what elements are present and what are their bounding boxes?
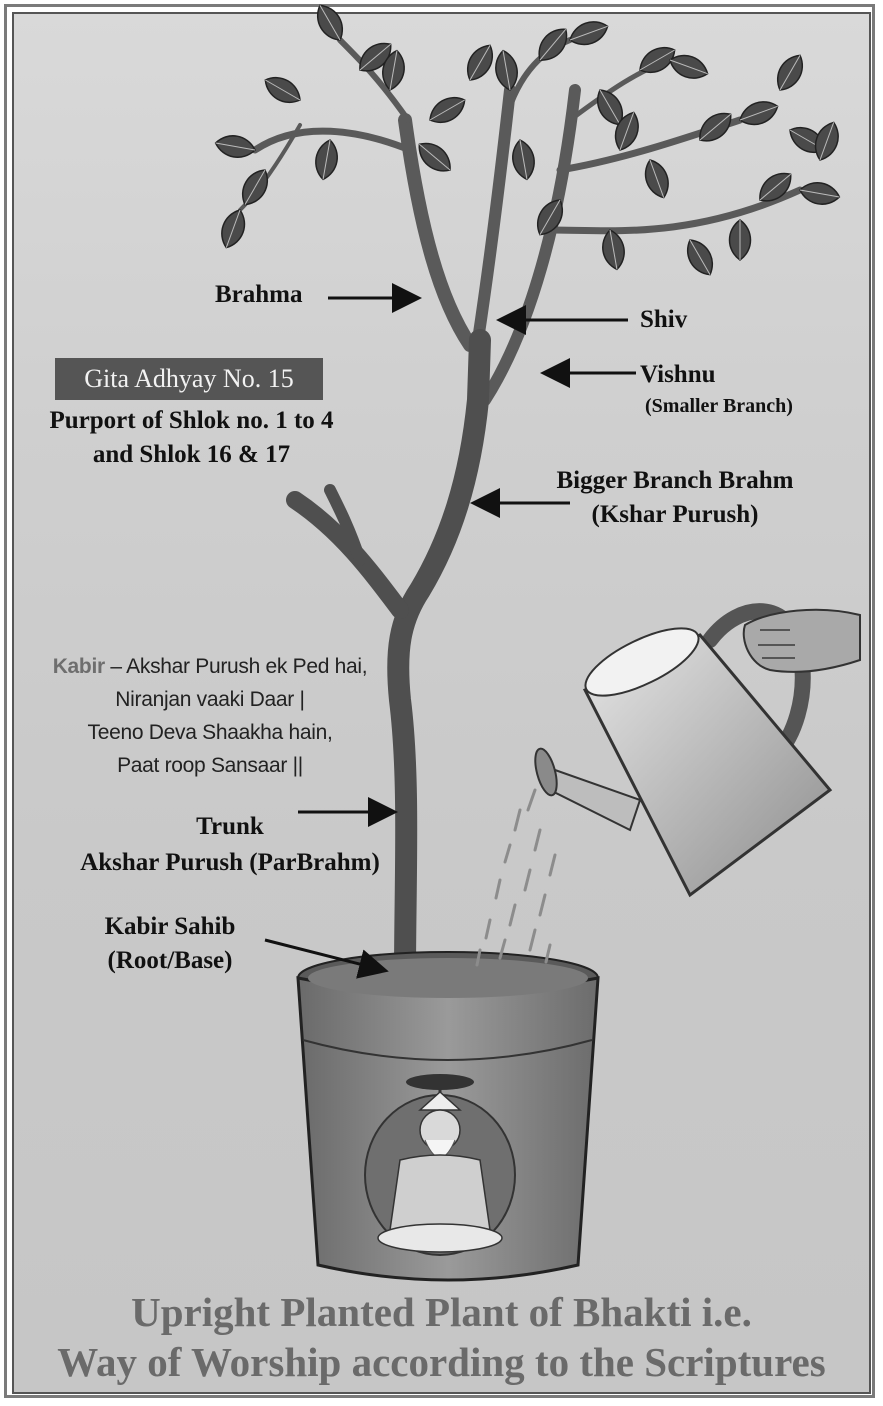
water-drops [477,790,555,965]
label-bigger-branch: Bigger Branch Brahm [520,466,830,496]
title-line2: Way of Worship according to the Scriptur… [0,1338,883,1386]
tree-branches [240,40,800,400]
gita-purport-line1: Purport of Shlok no. 1 to 4 [30,406,353,436]
title-line1: Upright Planted Plant of Bhakti i.e. [0,1288,883,1336]
label-kabir-sahib: Kabir Sahib [70,912,270,942]
couplet-line4: Paat roop Sansaar || [20,749,400,782]
couplet-kabir: Kabir [53,655,105,678]
label-root-base: (Root/Base) [70,946,270,976]
couplet-line1-text: – Akshar Purush ek Ped hai, [105,655,367,678]
label-shiv: Shiv [640,305,687,335]
couplet-line2: Niranjan vaaki Daar | [20,683,400,716]
label-trunk: Trunk [40,812,420,842]
gita-adhyay-box: Gita Adhyay No. 15 [55,358,323,400]
gita-purport-line2: and Shlok 16 & 17 [30,440,353,470]
hand [744,610,860,672]
couplet-line1: Kabir – Akshar Purush ek Ped hai, [20,650,400,683]
label-kshar-purush: (Kshar Purush) [520,500,830,530]
label-vishnu-note: (Smaller Branch) [645,394,793,418]
couplet-line3: Teeno Deva Shaakha hain, [20,716,400,749]
tree-leaves [214,0,844,280]
label-akshar-purush: Akshar Purush (ParBrahm) [40,848,420,878]
label-brahma: Brahma [215,280,303,310]
label-vishnu: Vishnu [640,360,716,390]
